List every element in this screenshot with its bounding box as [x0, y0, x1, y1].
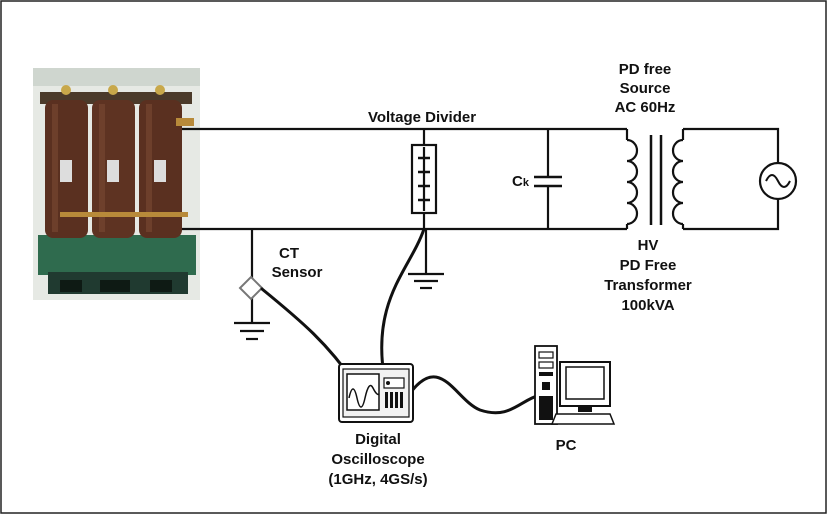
divider-ground-symbol — [408, 229, 444, 290]
transformer-label-line2: PD Free — [620, 257, 677, 274]
ac-source-symbol — [758, 161, 798, 201]
voltage-divider-label: Voltage Divider — [368, 109, 476, 126]
oscilloscope-label-line3: (1GHz, 4GS/s) — [328, 471, 427, 488]
oscilloscope-icon — [338, 363, 414, 423]
transformer-photo — [33, 68, 200, 300]
source-label-line1: PD free — [619, 61, 672, 78]
oscilloscope-label-line2: Oscilloscope — [331, 451, 424, 468]
ct-sensor-symbol — [238, 275, 264, 301]
divider-to-oscilloscope-cable — [380, 227, 426, 384]
transformer-label-line4: 100kVA — [621, 297, 674, 314]
oscilloscope-label-line1: Digital — [355, 431, 401, 448]
transformer-label-line1: HV — [638, 237, 659, 254]
capacitor-label: Ck — [512, 173, 530, 190]
ct-label-line2: Sensor — [272, 264, 323, 281]
coupling-capacitor — [534, 129, 562, 229]
transformer-label-line3: Transformer — [604, 277, 692, 294]
hv-transformer-symbol — [625, 127, 780, 231]
voltage-divider — [410, 129, 438, 229]
pc-label: PC — [556, 437, 577, 454]
source-label-line2: Source — [620, 80, 671, 97]
pc-icon — [534, 345, 616, 425]
source-label-line3: AC 60Hz — [615, 99, 676, 116]
ct-label-line1: CT — [279, 245, 299, 262]
oscilloscope-to-pc-cable — [406, 375, 542, 415]
ct-ground-branch — [234, 229, 270, 341]
